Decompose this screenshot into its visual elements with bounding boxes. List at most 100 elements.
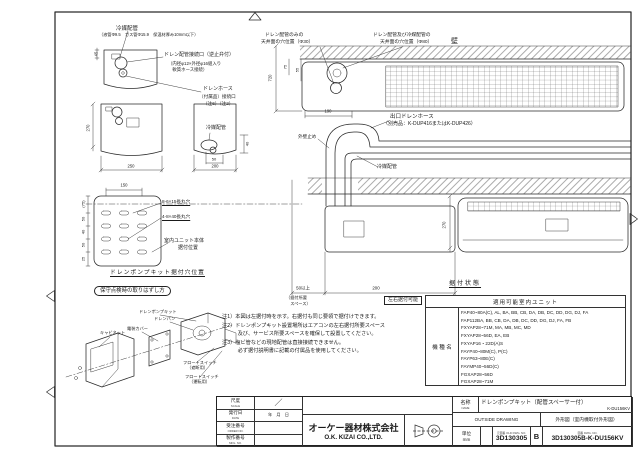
table-row: FAP112BA, BB, CB, DA, DB, DC, DD, DG, DJ… [461,317,572,323]
table-header: 適用可能室内ユニット [426,296,625,308]
dim-40-side: 40 [244,141,250,147]
note-line: 注1）本図は左据付時を示す。右据付も同じ要領で据付けできます。 [222,314,380,320]
mounting-slot-holes [101,210,147,255]
drain-joint-spec-1: （内径φ12×外径φ16組入り [168,61,222,66]
cover-label: 電装カバー [127,326,148,331]
refrigerant-pipe-label: 冷媒配管 [116,26,139,32]
outlet-hose-label: 出口ドレンホース [390,114,434,120]
company-name-jp: オーケー器材株式会社 [308,422,399,433]
dim-50-side: 50 [211,156,217,162]
serial-no-label-cell: 製作番号 MFG. NO. [217,434,255,447]
old-dwg-label: 元図番 OLD DWG. NO. [496,431,527,435]
unit-label: 単位 [461,431,472,436]
float-switch-2-label: フロートスイッチ [185,374,219,379]
slot-hole-label-8: 8-6×15長丸穴 [162,199,191,204]
slot-hole-label-4: 4-8×40長丸穴 [162,214,191,219]
mounting-holes-view [85,187,303,267]
drain-hose-routing [317,120,632,207]
space-required-2: スペース） [286,301,311,306]
drain-joint-label: ドレン配管接続口（逆止弁付） [164,52,235,58]
model-code: K-DU156KV [607,406,630,411]
cabinet-label: キャビネット [100,330,126,335]
title-block: 尺度 SCALE ／ 発行日 DATE 年 月 日 受注番号 ORDER NO.… [216,396,633,447]
order-label: 受注番号 [226,422,245,428]
date-sub: DATE [231,416,240,421]
dwg-label: 図番 DWG. NO. [577,431,598,435]
name-label-cell: 名称 NAME [453,397,479,413]
note-line: 及び、サービス所要スペースを確保して設置してください。 [222,331,377,337]
dim-200-elevation: 200 [372,285,380,291]
unit-side-view [191,103,249,173]
ceiling-hole-both-2: 天井面の穴位置（Φ80） [380,40,433,45]
dim-45: 45 [93,51,99,57]
projection-symbol-cell [405,415,453,447]
scale-label: 尺度 [230,397,241,403]
serial-label: 製作番号 [226,435,245,441]
dwg-number: 3D130305B-K-DU156KV [551,435,624,442]
float-switch-2-type: （運転用） [189,379,210,384]
table-row: FXYAP28~56D, EA, EB [461,333,510,339]
company-name-en: O.K. KIZAI CO.,LTD. [324,433,383,441]
dim-250: 250 [127,163,135,169]
dim-50a-holes: 50 [80,216,86,222]
refrigerant-pipe-side-label: 冷媒配管 [206,125,227,132]
revision-cell: B [531,427,543,447]
table-row: FGXAP28~71M [461,379,494,385]
drain-pan-label: ドレンパン [154,316,176,321]
installation-state-title: 据付状態 [449,281,482,287]
order-sub: ORDER NO. [227,428,244,433]
table-row: FAYP40~80M(C), P(C) [461,348,508,354]
old-dwg-no-cell: 元図番 OLD DWG. NO. 3D130305 [493,427,531,447]
dim-720: 720 [267,74,273,82]
dim-25-holes: 25 [80,256,86,262]
dim-150: 150 [120,182,128,188]
maintenance-exploded-view [65,312,237,388]
dim-75-ceiling: 75 [282,64,288,70]
order-no-label-cell: 受注番号 ORDER NO. [217,422,255,435]
dim-50-min: 50以上 [296,285,310,291]
serial-no-value-cell [255,434,303,447]
unit-value: mm [462,437,471,442]
float-switch-1-type: （遮断用） [187,365,208,370]
dim-190: 190 [324,108,332,114]
table-row: FXYAP16・22D(A)S [461,340,504,346]
old-dwg-number: 3D130305 [495,435,528,442]
dim-40-holes: 40 [80,229,86,235]
table-row: FAYP63~80E(C) [461,356,495,362]
dim-270-front: 270 [85,124,91,132]
date-label-cell: 発行日 DATE [217,409,255,422]
date-label: 発行日 [228,410,243,416]
refrigerant-pipe-route-label: 冷媒配管 [377,164,398,170]
revision-triangle-icons [46,12,638,398]
drain-hose-note: （注6）（注2） [203,101,234,106]
model-column-header: 機 種 名 [426,308,459,386]
dim-55-ceiling: 55 [294,67,300,73]
float-switch-1-label: フロートスイッチ [183,360,217,365]
unit-front-view [90,101,165,173]
name-sub: NAME [461,406,470,410]
maintenance-title: 保守点検時の取りはずし方 [94,286,171,297]
installation-elevation-view [289,177,632,296]
unit-top-view [94,30,202,93]
left-right-install-badge: 左右据付可能 [384,296,423,305]
scale-value-cell: ／ [255,397,303,410]
product-name: ドレンポンプキット（配管スペーサー付） [481,400,587,406]
serial-sub: MFG. NO. [229,441,242,446]
name-value-cell: ドレンポンプキット（配管スペーサー付） K-DU156KV [479,397,633,413]
unit-position-label-2: 据付位置 [178,245,199,251]
dim-270-elevation: 270 [441,221,447,229]
unit-position-label-1: 室内ユニット本体 [164,238,205,244]
third-angle-projection-icon [412,423,443,438]
ceiling-hole-drain-only-2: 天井面の穴位置（Φ30） [261,40,314,45]
drawing-type-jp-cell: 外形図（室内機取付外形図） [541,413,633,427]
table-row: FAYMP40~56D(C) [461,363,499,369]
company-cell: オーケー器材株式会社 O.K. KIZAI CO.,LTD. [303,415,405,447]
approval-strip-cell [303,397,453,415]
order-no-value-cell [255,422,303,435]
applicable-units-table: 適用可能室内ユニット 機 種 名 FAP40~80A(C), AL, BA, B… [425,295,626,386]
outlet-hose-option: （別売品：K-DUP416またはK-DUP426） [383,121,476,127]
drain-hose-label-2: （付属品）接続口 [199,94,236,99]
dim-75-holes: (75) [80,200,86,208]
